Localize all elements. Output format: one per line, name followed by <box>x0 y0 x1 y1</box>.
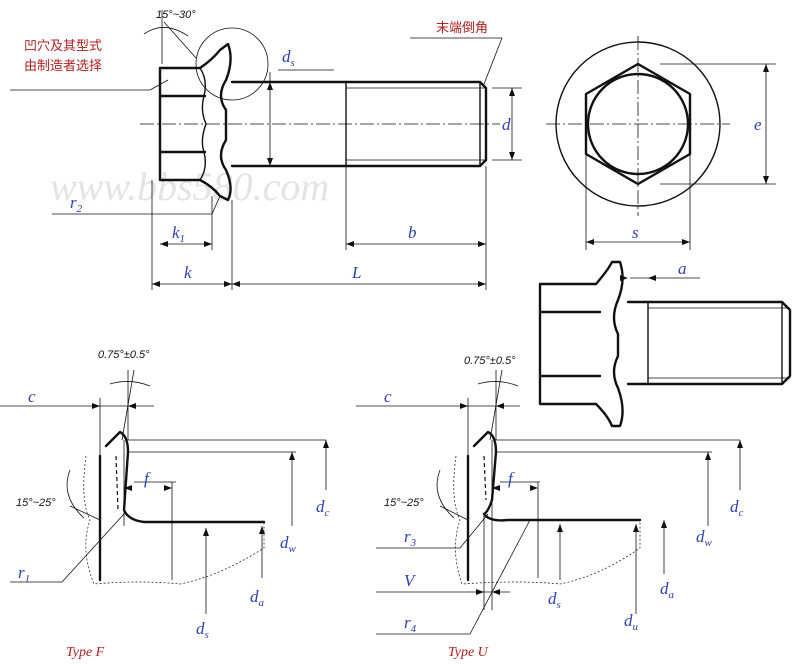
note-recess-2: 由制造者选择 <box>24 59 102 74</box>
u-dim-da: da <box>660 579 675 601</box>
f-flange-angle: 15°~25° <box>16 497 56 509</box>
f-dim-da: da <box>250 587 265 609</box>
u-bearing-angle: 0.75°±0.5° <box>464 355 516 367</box>
u-dim-r4: r4 <box>404 613 417 635</box>
dim-b: b <box>408 223 417 242</box>
f-dim-dc: dc <box>316 497 330 519</box>
dim-e: e <box>754 115 762 134</box>
f-type-label: Type F <box>66 645 105 660</box>
dim-k1: k1 <box>172 223 185 245</box>
u-dim-r3: r3 <box>404 527 417 549</box>
f-bearing-angle: 0.75°±0.5° <box>98 349 150 361</box>
watermark: www.bbs580.com <box>50 164 329 209</box>
dim-k: k <box>184 263 192 282</box>
note-end-chamfer: 末端倒角 <box>436 21 488 36</box>
f-dim-r1: r1 <box>18 563 30 585</box>
dim-ds: ds <box>282 47 295 69</box>
f-dim-dw: dw <box>280 533 297 555</box>
dim-L: L <box>351 263 361 282</box>
u-dim-f: f <box>508 469 515 488</box>
label-head-angle: 15°~30° <box>156 9 196 21</box>
detail-type-f: c 0.75°±0.5° f dc dw da ds 15°~25° r1 Ty… <box>0 349 330 660</box>
u-dim-c: c <box>384 387 392 406</box>
u-dim-ds: ds <box>548 589 561 611</box>
f-dim-c: c <box>28 387 36 406</box>
dim-s: s <box>632 223 639 242</box>
f-dim-ds: ds <box>196 619 209 641</box>
bolt-end-view: e s <box>546 36 776 250</box>
f-dim-f: f <box>144 469 151 488</box>
u-dim-du: du <box>624 611 639 633</box>
bolt-side-view <box>140 27 500 202</box>
u-type-label: Type U <box>448 645 489 660</box>
note-recess-1: 凹穴及其型式 <box>24 39 102 54</box>
u-dim-dw: dw <box>696 527 713 549</box>
side-view-dimensions: b k1 k L ds d r2 15°~30° 凹穴及其型式 由制造者选择 <box>10 9 522 290</box>
detail-type-u: c 0.75°±0.5° f dc dw da du ds 15°~25° r3… <box>356 355 744 660</box>
u-flange-angle: 15°~25° <box>384 497 424 509</box>
u-dim-dc: dc <box>730 497 744 519</box>
bolt-small-view: a <box>538 259 792 428</box>
dim-a: a <box>678 259 687 278</box>
dim-r2: r2 <box>70 193 83 215</box>
u-dim-V: V <box>404 571 417 590</box>
dim-d: d <box>502 115 511 134</box>
